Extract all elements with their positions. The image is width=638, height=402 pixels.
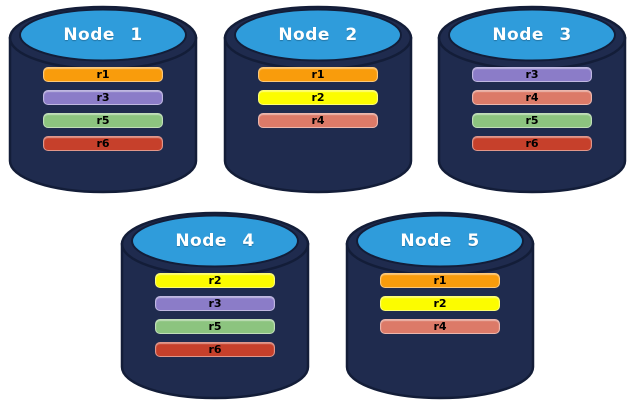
replica-label: r5 [208,320,222,333]
replica-bar-r6: r6 [472,136,592,151]
node-label: Node 4 [175,231,255,251]
node-label: Node 1 [63,25,143,45]
replica-label: r2 [311,91,325,104]
replica-bar-r4: r4 [472,90,592,105]
node-4: Node 4 r2 r3 r5 r6 [120,211,310,401]
replica-list: r1 r3 r5 r6 [8,67,198,151]
replica-label: r1 [311,68,325,81]
replica-label: r6 [525,137,539,150]
replica-label: r5 [525,114,539,127]
replica-bar-r6: r6 [43,136,163,151]
replica-label: r4 [311,114,325,127]
replica-bar-r2: r2 [155,273,275,288]
replica-label: r2 [208,274,222,287]
replica-label: r4 [433,320,447,333]
replica-label: r4 [525,91,539,104]
replica-bar-r4: r4 [380,319,500,334]
replica-list: r1 r2 r4 [345,273,535,334]
replica-bar-r5: r5 [472,113,592,128]
node-1: Node 1 r1 r3 r5 r6 [8,5,198,195]
replica-bar-r1: r1 [258,67,378,82]
replica-list: r1 r2 r4 [223,67,413,128]
node-5: Node 5 r1 r2 r4 [345,211,535,401]
replica-bar-r2: r2 [258,90,378,105]
replica-bar-r5: r5 [155,319,275,334]
replica-bar-r4: r4 [258,113,378,128]
replica-bar-r5: r5 [43,113,163,128]
replica-label: r1 [433,274,447,287]
replica-list: r2 r3 r5 r6 [120,273,310,357]
node-label: Node 5 [400,231,480,251]
replica-bar-r6: r6 [155,342,275,357]
replica-label: r3 [208,297,222,310]
replica-bar-r1: r1 [380,273,500,288]
replica-label: r3 [96,91,110,104]
replica-list: r3 r4 r5 r6 [437,67,627,151]
replica-label: r2 [433,297,447,310]
replica-bar-r3: r3 [472,67,592,82]
node-label: Node 2 [278,25,358,45]
replica-label: r1 [96,68,110,81]
replica-bar-r3: r3 [43,90,163,105]
replica-bar-r3: r3 [155,296,275,311]
node-2: Node 2 r1 r2 r4 [223,5,413,195]
replica-bar-r1: r1 [43,67,163,82]
node-label: Node 3 [492,25,572,45]
node-3: Node 3 r3 r4 r5 r6 [437,5,627,195]
replica-label: r3 [525,68,539,81]
replica-label: r5 [96,114,110,127]
replica-bar-r2: r2 [380,296,500,311]
replica-label: r6 [208,343,222,356]
replica-label: r6 [96,137,110,150]
